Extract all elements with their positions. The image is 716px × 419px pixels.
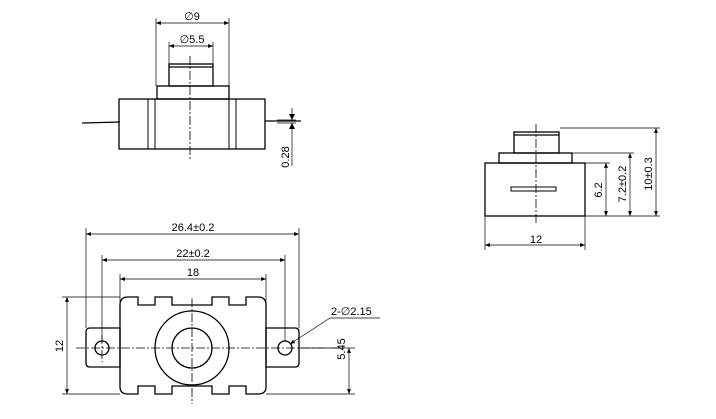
top-view-body <box>118 98 266 150</box>
side-view: 6.2 7.2±0.2 10±0.3 12 <box>484 124 660 250</box>
dim-height-6-2: 6.2 <box>593 182 605 197</box>
front-view-body <box>119 296 267 395</box>
side-view-collar <box>498 152 573 164</box>
dim-length-26-4: 26.4±0.2 <box>172 222 215 234</box>
side-view-button <box>513 131 560 154</box>
side-view-slot <box>510 186 557 192</box>
top-view: ∅9 ∅5.5 0.28 <box>81 11 301 168</box>
front-view: 26.4±0.2 22±0.2 18 2-∅2.15 12 5.45 <box>54 222 380 404</box>
dim-length-18: 18 <box>187 267 199 279</box>
top-view-collar <box>156 85 230 100</box>
dim-offset-5-45: 5.45 <box>336 338 348 359</box>
dim-hole-callout: 2-∅2.15 <box>331 306 372 318</box>
dim-width-12-side: 12 <box>530 234 542 246</box>
top-view-button <box>168 63 214 87</box>
dim-height-7-2: 7.2±0.2 <box>617 166 629 203</box>
dim-height-12-front: 12 <box>54 340 66 352</box>
dim-dia-5-5: ∅5.5 <box>180 34 205 46</box>
dim-height-10: 10±0.3 <box>643 157 655 191</box>
top-view-left-lead <box>81 121 121 124</box>
hole-callout-leader <box>289 317 331 345</box>
dim-thickness-0-28: 0.28 <box>280 146 292 167</box>
front-view-flange <box>85 327 121 368</box>
side-view-body <box>484 162 586 217</box>
dim-length-22: 22±0.2 <box>176 248 210 260</box>
dim-dia-9: ∅9 <box>184 11 200 23</box>
